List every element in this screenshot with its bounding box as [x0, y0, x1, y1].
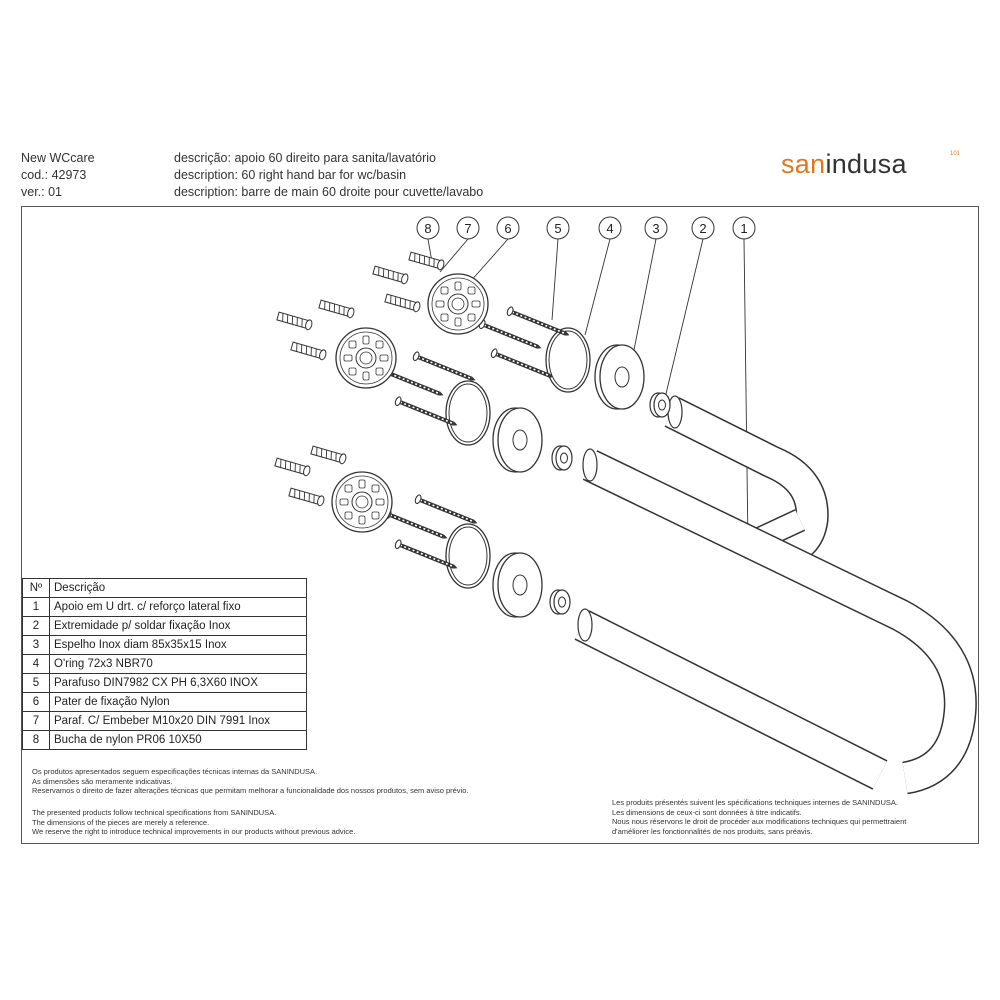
end-fitting-middle — [551, 445, 573, 471]
part-number: 7 — [22, 711, 50, 731]
callout-number-7: 7 — [464, 221, 471, 236]
product-descriptions: descrição: apoio 60 direito para sanita/… — [174, 150, 483, 201]
disclaimer-line: Reservamos o direito de fazer alterações… — [32, 786, 469, 795]
disclaimer-line: We reserve the right to introduce techni… — [32, 827, 356, 836]
callout-circle-6 — [496, 216, 520, 240]
callout-number-8: 8 — [424, 221, 431, 236]
disclaimer-line: The presented products follow technical … — [32, 808, 277, 817]
part-number: 1 — [22, 597, 50, 617]
fixing-plate-upper — [427, 273, 489, 335]
callout-markers: 8 7 6 5 4 3 2 1 — [416, 216, 756, 240]
part-description: Espelho Inox diam 85x35x15 Inox — [49, 635, 307, 655]
logo-mark: 101 — [950, 151, 961, 157]
part-description: Apoio em U drt. c/ reforço lateral fixo — [49, 597, 307, 617]
part-description: Parafuso DIN7982 CX PH 6,3X60 INOX — [49, 673, 307, 693]
part-description: Extremidade p/ soldar fixação Inox — [49, 616, 307, 636]
description-pt: descrição: apoio 60 direito para sanita/… — [174, 151, 436, 165]
callout-circle-5 — [546, 216, 570, 240]
callout-circle-3 — [644, 216, 668, 240]
callout-circle-2 — [691, 216, 715, 240]
product-info: New WCcare cod.: 42973 ver.: 01 — [21, 150, 95, 201]
description-en: description: 60 right hand bar for wc/ba… — [174, 168, 407, 182]
disclaimer-en: The presented products follow technical … — [32, 808, 355, 837]
rosette-middle — [492, 407, 543, 473]
callout-number-1: 1 — [740, 221, 747, 236]
disclaimer-line: Nous nous réservons le droit de procéder… — [612, 817, 907, 826]
part-description: Pater de fixação Nylon — [49, 692, 307, 712]
table-row: 2 Extremidade p/ soldar fixação Inox — [22, 616, 307, 636]
rosette-upper — [594, 344, 645, 410]
logo-prefix: san — [781, 149, 826, 179]
callout-number-6: 6 — [504, 221, 511, 236]
disclaimer-line: The dimensions of the pieces are merely … — [32, 817, 210, 827]
table-row: 4 O'ring 72x3 NBR70 — [22, 654, 307, 674]
disclaimer-line: Les produits présentés suivent les spéci… — [612, 798, 898, 807]
product-code: cod.: 42973 — [21, 168, 87, 182]
product-name: New WCcare — [21, 151, 95, 165]
part-description: Bucha de nylon PR06 10X50 — [49, 730, 307, 750]
product-version: ver.: 01 — [21, 185, 62, 199]
part-number: 6 — [22, 692, 50, 712]
disclaimer-pt: Os produtos apresentados seguem especifi… — [32, 767, 468, 796]
callout-number-3: 3 — [652, 221, 659, 236]
disclaimer-line: As dimensões são meramente indicativas. — [32, 776, 173, 786]
disclaimer-line: Os produtos apresentados seguem especifi… — [32, 767, 318, 776]
table-row: 8 Bucha de nylon PR06 10X50 — [22, 730, 307, 750]
u-grab-bar — [574, 395, 977, 795]
oring-upper — [545, 327, 591, 393]
part-description: Paraf. C/ Embeber M10x20 DIN 7991 Inox — [49, 711, 307, 731]
callout-leaders — [427, 238, 749, 546]
disclaimer-line: d'améliorer les fonctionnalités de nos p… — [612, 826, 813, 836]
table-header-row: Nº Descrição — [22, 578, 307, 598]
part-number: 2 — [22, 616, 50, 636]
callout-circle-8 — [416, 216, 440, 240]
table-row: 1 Apoio em U drt. c/ reforço lateral fix… — [22, 597, 307, 617]
logo-suffix: indusa — [825, 149, 907, 179]
callout-circle-7 — [456, 216, 480, 240]
table-row: 6 Pater de fixação Nylon — [22, 692, 307, 712]
header-number: Nº — [22, 578, 50, 598]
disclaimer-line: Les dimensions de ceux-ci sont données à… — [612, 807, 802, 817]
callout-circle-4 — [598, 216, 622, 240]
oring-lower — [445, 523, 491, 589]
part-description: O'ring 72x3 NBR70 — [49, 654, 307, 674]
callout-circle-1 — [732, 216, 756, 240]
drawing-frame — [21, 206, 979, 844]
table-row: 3 Espelho Inox diam 85x35x15 Inox — [22, 635, 307, 655]
part-number: 4 — [22, 654, 50, 674]
table-row: 5 Parafuso DIN7982 CX PH 6,3X60 INOX — [22, 673, 307, 693]
header-description: Descrição — [49, 578, 307, 598]
callout-number-5: 5 — [554, 221, 561, 236]
part-number: 5 — [22, 673, 50, 693]
part-number: 3 — [22, 635, 50, 655]
description-fr: description: barre de main 60 droite pou… — [174, 185, 484, 199]
fixing-plate-middle — [335, 327, 397, 389]
oring-middle — [445, 380, 491, 446]
callout-number-4: 4 — [606, 221, 613, 236]
brand-logo: sanindusa — [781, 149, 907, 180]
fixing-plate-lower — [331, 471, 393, 533]
end-fitting-lower — [549, 589, 571, 615]
part-number: 8 — [22, 730, 50, 750]
disclaimer-fr: Les produits présentés suivent les spéci… — [612, 798, 906, 836]
end-fitting-upper — [649, 392, 671, 418]
parts-table: Nº Descrição 1 Apoio em U drt. c/ reforç… — [22, 578, 307, 750]
callout-number-2: 2 — [699, 221, 706, 236]
rosette-lower — [492, 552, 543, 618]
table-row: 7 Paraf. C/ Embeber M10x20 DIN 7991 Inox — [22, 711, 307, 731]
